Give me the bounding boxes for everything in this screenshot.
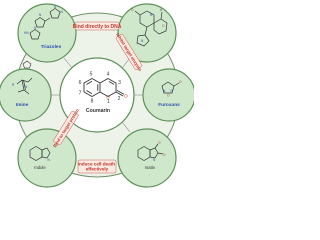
svg-text:O: O <box>162 24 165 28</box>
imine-atoms: R N <box>12 83 28 89</box>
ring-oxygen-label: O <box>106 94 110 99</box>
center-title: Coumarin <box>86 108 110 114</box>
mechanism-bottom-line1: Induce cell death <box>78 162 115 167</box>
svg-text:N: N <box>34 26 37 30</box>
carbonyl-oxygen-label: O <box>124 94 128 99</box>
coumarin-hybrid-diagram: Bind directly to DNA Induce cell death e… <box>0 3 194 188</box>
svg-text:N: N <box>150 13 153 17</box>
svg-text:N: N <box>54 5 57 9</box>
svg-text:O: O <box>163 153 166 157</box>
furoxan-structure <box>161 81 180 94</box>
hybrid-imine-label: Imine <box>16 102 29 108</box>
triazole-atoms: N N N N HN <box>24 5 64 35</box>
svg-text:N: N <box>61 10 64 14</box>
mechanism-bottom: Induce cell death effectively <box>78 159 117 174</box>
svg-text:N: N <box>153 158 156 162</box>
coumarin-structure <box>83 77 125 98</box>
mechanism-bottom-line2: effectively <box>86 167 109 172</box>
isatin-atoms: N O O <box>153 141 166 162</box>
mechanism-top-label: Bind directly to DNA <box>73 24 122 30</box>
satellite-top-right <box>117 3 177 63</box>
triazole-structures <box>29 8 61 40</box>
mechanism-bottom-label: Induce cell death effectively <box>78 162 117 172</box>
svg-text:HN: HN <box>24 31 29 35</box>
atom-number-4: 4 <box>107 72 110 78</box>
svg-text:O: O <box>167 94 170 98</box>
hybrid-triazoles-label: Triazoles <box>41 44 62 50</box>
svg-text:X: X <box>160 8 163 12</box>
atom-number-2: 2 <box>118 96 121 102</box>
hybrid-indole-label: Indole <box>34 165 46 170</box>
atom-number-1: 1 <box>107 99 110 105</box>
isatin-structure <box>137 143 164 161</box>
indole-structure <box>29 146 51 161</box>
svg-text:O: O <box>131 8 134 12</box>
atom-number-3: 3 <box>118 80 121 86</box>
atom-number-6: 6 <box>79 80 82 86</box>
svg-text:N: N <box>25 85 28 89</box>
enzyme-inhibitor-atoms: N O X N O <box>131 8 165 43</box>
furoxan-atoms: N N O O <box>163 80 182 98</box>
hybrid-furoxans-label: Furoxans <box>158 102 180 108</box>
furan-fragment <box>22 60 32 69</box>
svg-text:R: R <box>12 83 15 87</box>
svg-text:O: O <box>179 80 182 84</box>
svg-text:N: N <box>141 39 144 43</box>
satellite-top-left <box>17 3 77 63</box>
svg-text:N: N <box>163 89 166 93</box>
mechanism-top: Bind directly to DNA <box>73 21 122 31</box>
atom-number-5: 5 <box>90 72 93 78</box>
atom-number-7: 7 <box>79 91 82 97</box>
indole-atoms: N <box>48 158 51 162</box>
satellite-bottom-right <box>117 128 177 188</box>
satellite-left <box>0 68 52 122</box>
hybrid-isatin-label: Isatin <box>145 165 156 170</box>
svg-text:N: N <box>48 158 51 162</box>
svg-text:N: N <box>171 89 174 93</box>
svg-text:O: O <box>158 141 161 145</box>
imine-structure <box>16 77 33 95</box>
coumarin-atom-labels: 5 4 6 3 7 2 8 1 <box>79 72 122 106</box>
enzyme-inhibitor-structures <box>134 10 168 47</box>
svg-text:N: N <box>39 13 42 17</box>
atom-number-8: 8 <box>91 99 94 105</box>
